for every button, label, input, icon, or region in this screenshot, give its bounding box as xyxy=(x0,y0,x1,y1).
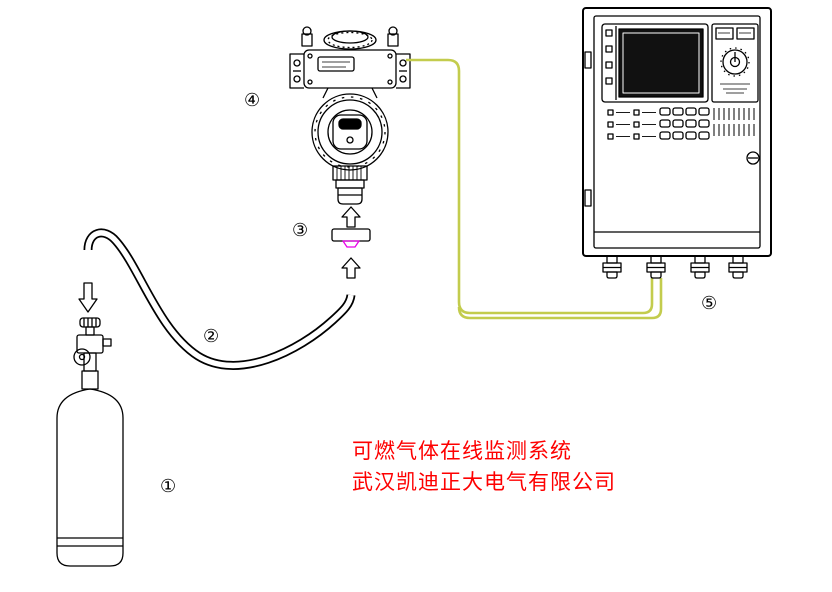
flow-arrow-down-icon xyxy=(78,282,98,313)
label-cap: ③ xyxy=(292,220,309,241)
caption-line-1: 可燃气体在线监测系统 xyxy=(352,439,572,463)
panel-enclosure xyxy=(582,7,772,257)
label-hose: ② xyxy=(203,326,220,347)
label-detector: ④ xyxy=(244,90,261,111)
detector-top-cap xyxy=(301,26,399,50)
detector-display xyxy=(311,93,389,171)
flow-arrow-up-icon xyxy=(341,206,361,228)
detector-sensor xyxy=(332,165,368,205)
cylinder-valve xyxy=(73,317,112,372)
panel-led-block xyxy=(607,109,656,140)
cable-glands xyxy=(602,255,748,279)
knob-icon xyxy=(722,49,748,75)
caption-line-2: 武汉凯迪正大电气有限公司 xyxy=(352,470,616,494)
panel-keypad xyxy=(659,107,710,140)
flow-arrow-up-icon xyxy=(341,257,361,279)
gas-hose xyxy=(83,228,356,370)
panel-display xyxy=(601,23,709,103)
panel-vent-grille xyxy=(713,108,755,136)
label-controller: ⑤ xyxy=(701,293,718,314)
gas-detector xyxy=(289,26,411,205)
control-panel xyxy=(582,7,772,279)
detector-body xyxy=(289,49,411,99)
signal-wire xyxy=(406,58,663,320)
gas-cylinder xyxy=(56,317,124,567)
door-lock-icon xyxy=(746,151,760,165)
caption: 可燃气体在线监测系统 武汉凯迪正大电气有限公司 xyxy=(352,436,616,498)
label-cylinder: ① xyxy=(160,476,177,497)
panel-knob-module xyxy=(711,23,759,103)
calibration-cap xyxy=(331,228,371,248)
